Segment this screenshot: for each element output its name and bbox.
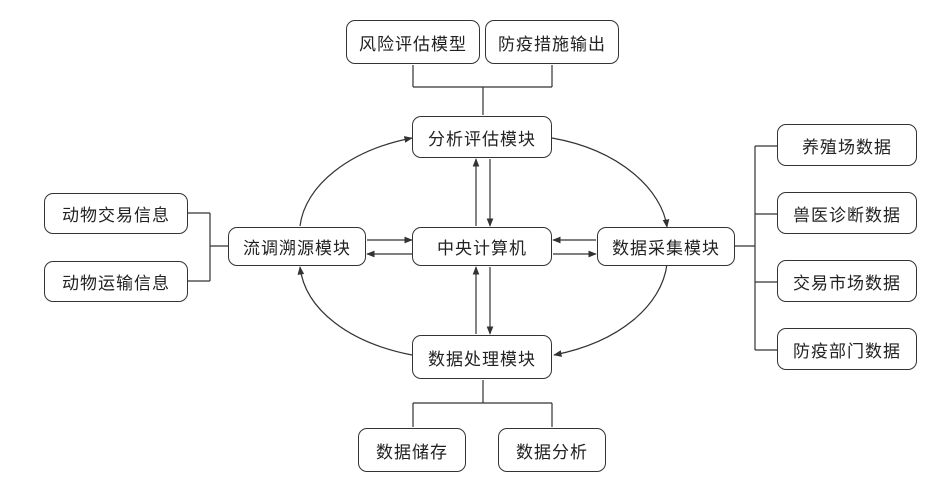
market-data-box: 交易市场数据 xyxy=(777,260,917,302)
vet-data-label: 兽医诊断数据 xyxy=(793,201,901,226)
risk-model-box: 风险评估模型 xyxy=(346,20,480,64)
data-storage-label: 数据储存 xyxy=(376,438,448,463)
prevention-output-label: 防疫措施输出 xyxy=(498,30,606,55)
connector-left-bracket xyxy=(188,213,228,281)
loop-trace-to-analysis xyxy=(300,138,412,226)
analysis-module-box: 分析评估模块 xyxy=(412,116,552,158)
connector-bottom-tree xyxy=(413,380,552,427)
data-processing-module-label: 数据处理模块 xyxy=(428,345,536,370)
market-data-label: 交易市场数据 xyxy=(793,269,901,294)
data-storage-box: 数据储存 xyxy=(358,428,466,472)
data-collection-module-box: 数据采集模块 xyxy=(597,227,735,266)
connector-right-bracket xyxy=(735,146,777,350)
animal-trade-info-label: 动物交易信息 xyxy=(62,201,170,226)
analysis-module-label: 分析评估模块 xyxy=(428,125,536,150)
animal-transport-info-label: 动物运输信息 xyxy=(62,269,170,294)
data-collection-module-label: 数据采集模块 xyxy=(612,234,720,259)
loop-analysis-to-collection xyxy=(552,138,667,227)
data-analysis-label: 数据分析 xyxy=(516,438,588,463)
data-analysis-box: 数据分析 xyxy=(498,428,606,472)
farm-data-box: 养殖场数据 xyxy=(777,124,917,166)
data-processing-module-box: 数据处理模块 xyxy=(412,335,552,379)
animal-transport-info-box: 动物运输信息 xyxy=(44,261,188,302)
risk-model-label: 风险评估模型 xyxy=(359,30,467,55)
vet-data-box: 兽医诊断数据 xyxy=(777,192,917,234)
traceability-module-label: 流调溯源模块 xyxy=(243,234,351,259)
loop-processing-to-trace xyxy=(300,267,412,355)
prevention-output-box: 防疫措施输出 xyxy=(485,20,619,64)
central-computer-label: 中央计算机 xyxy=(437,234,527,259)
prevention-dept-data-box: 防疫部门数据 xyxy=(777,328,917,370)
loop-collection-to-processing xyxy=(554,264,667,355)
prevention-dept-data-label: 防疫部门数据 xyxy=(793,337,901,362)
animal-trade-info-box: 动物交易信息 xyxy=(44,193,188,234)
farm-data-label: 养殖场数据 xyxy=(802,133,892,158)
traceability-module-box: 流调溯源模块 xyxy=(228,227,366,266)
connector-top-tree xyxy=(413,65,552,115)
central-computer-box: 中央计算机 xyxy=(412,227,552,266)
